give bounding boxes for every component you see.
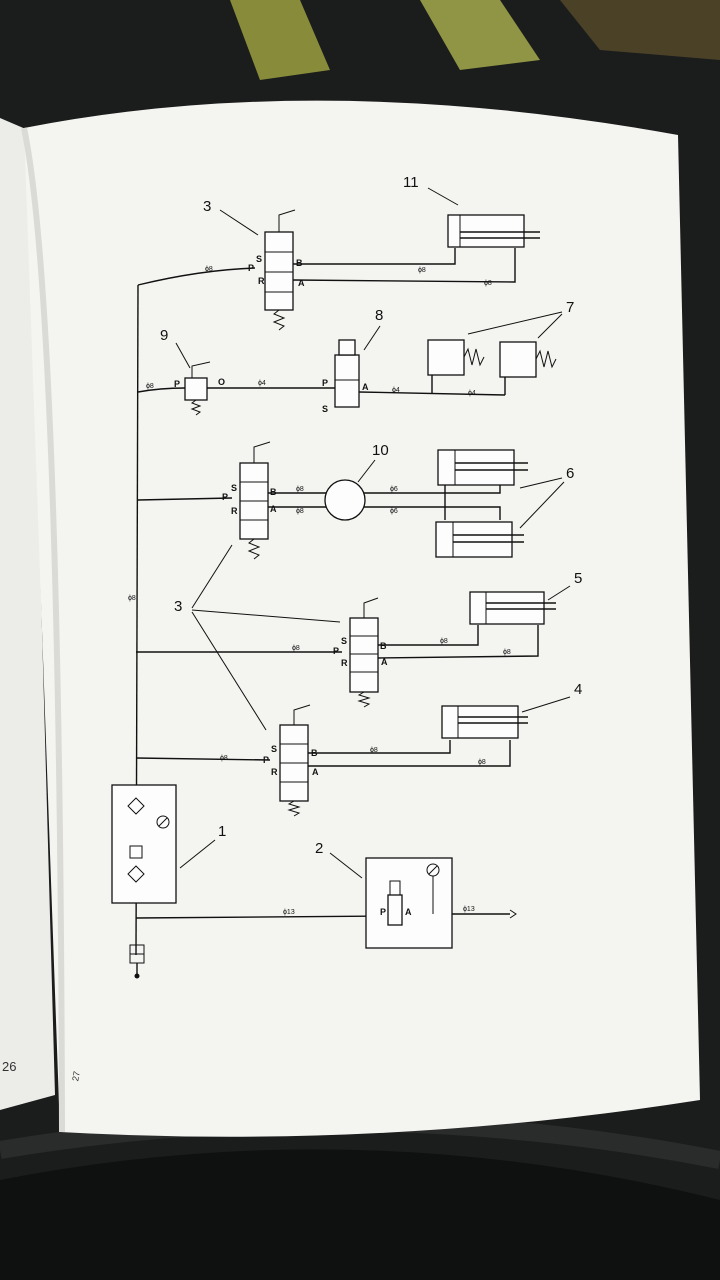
cylinder-11	[447, 214, 540, 248]
svg-text:B: B	[270, 487, 277, 497]
right-page-number: 27	[70, 1070, 82, 1082]
svg-text:ϕ8: ϕ8	[478, 759, 486, 766]
svg-text:ϕ8: ϕ8	[484, 280, 492, 287]
svg-text:ϕ6: ϕ6	[390, 508, 398, 515]
svg-text:S: S	[231, 483, 237, 493]
svg-text:9: 9	[160, 327, 168, 344]
spring-actuator-7a	[427, 339, 485, 376]
svg-text:S: S	[322, 404, 328, 414]
spring-actuator-7b	[499, 341, 557, 378]
svg-text:P: P	[322, 378, 328, 388]
svg-text:ϕ13: ϕ13	[463, 906, 475, 913]
svg-text:ϕ8: ϕ8	[296, 508, 304, 515]
svg-text:11: 11	[403, 174, 419, 191]
svg-text:ϕ6: ϕ6	[390, 486, 398, 493]
valve-3-top: S P R B A	[248, 209, 305, 331]
valve-8: P A S	[322, 339, 369, 414]
svg-text:P: P	[222, 492, 228, 502]
svg-text:P: P	[263, 755, 269, 765]
svg-text:ϕ8: ϕ8	[205, 266, 213, 273]
svg-text:R: R	[231, 506, 238, 516]
svg-text:S: S	[256, 254, 262, 264]
svg-text:3: 3	[203, 198, 211, 215]
svg-text:ϕ8: ϕ8	[370, 747, 378, 754]
svg-text:8: 8	[375, 307, 383, 324]
svg-text:A: A	[270, 504, 277, 514]
svg-text:ϕ8: ϕ8	[296, 486, 304, 493]
pressure-regulator-2: P A	[365, 857, 453, 949]
svg-text:A: A	[362, 382, 369, 392]
svg-text:P: P	[174, 379, 180, 389]
svg-text:ϕ8: ϕ8	[503, 649, 511, 656]
svg-text:A: A	[298, 278, 305, 288]
inlet-fitting	[129, 944, 145, 979]
svg-text:ϕ4: ϕ4	[468, 390, 476, 397]
svg-text:ϕ8: ϕ8	[146, 383, 154, 390]
svg-text:O: O	[218, 377, 225, 387]
frl-unit-1	[111, 784, 177, 904]
svg-text:ϕ8: ϕ8	[418, 267, 426, 274]
svg-text:ϕ8: ϕ8	[292, 645, 300, 652]
svg-text:1: 1	[218, 823, 226, 840]
svg-text:2: 2	[315, 840, 323, 857]
valve-3-lower: S P R B A	[333, 597, 388, 708]
svg-text:P: P	[380, 907, 386, 917]
svg-text:R: R	[341, 658, 348, 668]
svg-text:R: R	[271, 767, 278, 777]
svg-text:S: S	[341, 636, 347, 646]
svg-text:6: 6	[566, 465, 574, 482]
svg-text:ϕ13: ϕ13	[283, 909, 295, 916]
left-page-number: 26	[2, 1059, 16, 1074]
svg-text:A: A	[312, 767, 319, 777]
svg-text:B: B	[380, 641, 387, 651]
cylinder-5	[469, 591, 556, 625]
svg-text:P: P	[333, 646, 339, 656]
valve-3-bottom: S P R B A	[263, 704, 319, 817]
svg-text:S: S	[271, 744, 277, 754]
svg-text:B: B	[296, 258, 303, 268]
svg-text:ϕ4: ϕ4	[258, 380, 266, 387]
left-page	[0, 118, 55, 1110]
cylinder-4	[441, 705, 528, 739]
valve-3-mid: S P R B A	[222, 441, 277, 560]
svg-text:7: 7	[566, 299, 574, 316]
svg-text:A: A	[405, 907, 412, 917]
svg-text:R: R	[258, 276, 265, 286]
svg-text:ϕ8: ϕ8	[128, 595, 136, 602]
svg-text:P: P	[248, 263, 254, 273]
valve-9: P O	[174, 361, 225, 416]
svg-text:ϕ8: ϕ8	[220, 755, 228, 762]
svg-text:10: 10	[372, 442, 389, 459]
svg-text:A: A	[381, 657, 388, 667]
motor-10	[324, 479, 366, 521]
cylinder-6a	[437, 449, 528, 486]
cylinder-6b	[435, 521, 524, 558]
svg-text:ϕ4: ϕ4	[392, 387, 400, 394]
svg-text:3: 3	[174, 598, 182, 615]
svg-text:5: 5	[574, 570, 582, 587]
svg-text:4: 4	[574, 681, 582, 698]
svg-text:ϕ8: ϕ8	[440, 638, 448, 645]
